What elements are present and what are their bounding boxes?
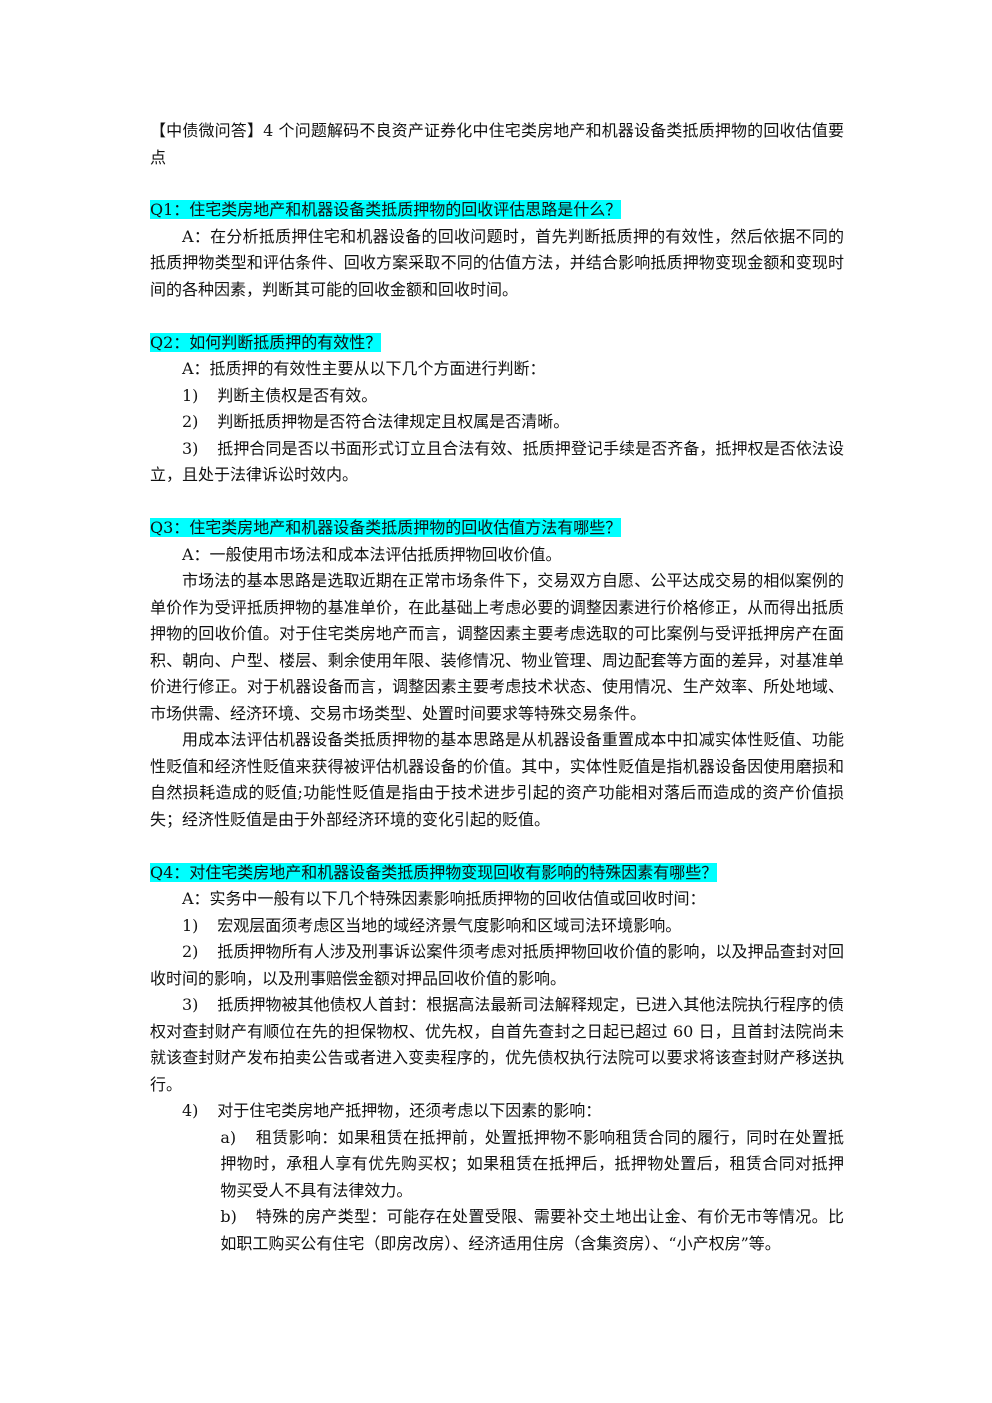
list-item-number: 1) [182,915,199,935]
question-4: Q4：对住宅类房地产和机器设备类抵质押物变现回收有影响的特殊因素有哪些？ [150,860,844,887]
question-1-highlight: Q1：住宅类房地产和机器设备类抵质押物的回收评估思路是什么？ [150,200,622,219]
list-item-number: 3) [182,995,199,1014]
list-item-text: 对于住宅类房地产抵押物，还须考虑以下因素的影响： [217,1101,602,1120]
sub-list-item-text: 特殊的房产类型：可能存在处置受限、需要补交土地出让金、有价无市等情况。比如职工购… [220,1207,844,1253]
list-item: 3)抵质押物被其他债权人首封：根据高法最新司法解释规定，已进入其他法院执行程序的… [150,992,844,1098]
document-body: 【中债微问答】4 个问题解码不良资产证券化中住宅类房地产和机器设备类抵质押物的回… [150,118,844,1257]
cost-method-paragraph: 用成本法评估机器设备类抵质押物的基本思路是从机器设备重置成本中扣减实体性贬值、功… [150,730,844,829]
document-title: 【中债微问答】4 个问题解码不良资产证券化中住宅类房地产和机器设备类抵质押物的回… [150,121,844,167]
sub-list-item-text: 租赁影响：如果租赁在抵押前，处置抵押物不影响租赁合同的履行，同时在处置抵押物时，… [220,1127,844,1200]
question-2: Q2：如何判断抵质押的有效性？ [150,330,844,357]
question-1: Q1：住宅类房地产和机器设备类抵质押物的回收评估思路是什么？ [150,197,844,224]
list-item-number: 2) [182,942,199,961]
question-3: Q3：住宅类房地产和机器设备类抵质押物的回收估值方法有哪些？ [150,515,844,542]
list-item: 2)抵质押物所有人涉及刑事诉讼案件须考虑对抵质押物回收价值的影响，以及押品查封对… [150,939,844,992]
list-item: 2) 判断抵质押物是否符合法律规定且权属是否清晰。 [150,409,844,436]
list-item-text: 判断主债权是否有效。 [217,385,378,405]
list-item: 1) 判断主债权是否有效。 [150,383,844,410]
list-item-text: 判断抵质押物是否符合法律规定且权属是否清晰。 [217,412,570,431]
list-item-text: 抵押合同是否以书面形式订立且合法有效、抵质押登记手续是否齐备，抵押权是否依法设立… [150,438,844,485]
section-gap [150,833,844,860]
list-item-number: 1) [182,385,199,405]
list-item: 1) 宏观层面须考虑区当地的域经济景气度影响和区域司法环境影响。 [150,913,844,940]
sub-list-item: b)特殊的房产类型：可能存在处置受限、需要补交土地出让金、有价无市等情况。比如职… [150,1204,844,1257]
answer-4: A：实务中一般有以下几个特殊因素影响抵质押物的回收估值或回收时间： [182,889,706,908]
answer-2: A：抵质押的有效性主要从以下几个方面进行判断： [182,359,546,378]
list-item-number: 2) [182,412,199,431]
sub-list-item-letter: b) [220,1207,237,1226]
question-3-highlight: Q3：住宅类房地产和机器设备类抵质押物的回收估值方法有哪些？ [150,518,622,537]
list-item-number: 4) [182,1101,199,1120]
answer-3: A：一般使用市场法和成本法评估抵质押物回收价值。 [182,544,562,564]
list-item-text: 宏观层面须考虑区当地的域经济景气度影响和区域司法环境影响。 [217,915,682,935]
market-method-paragraph: 市场法的基本思路是选取近期在正常市场条件下，交易双方自愿、公平达成交易的相似案例… [150,571,844,723]
question-2-highlight: Q2：如何判断抵质押的有效性？ [150,332,382,352]
answer-1: A：在分析抵质押住宅和机器设备的回收问题时，首先判断抵质押的有效性，然后依据不同… [150,226,844,299]
list-item-number: 3) [182,438,199,458]
list-item-text: 抵质押物所有人涉及刑事诉讼案件须考虑对抵质押物回收价值的影响，以及押品查封对回收… [150,942,844,988]
sub-list-item: a)租赁影响：如果租赁在抵押前，处置抵押物不影响租赁合同的履行，同时在处置抵押物… [150,1125,844,1205]
sub-list-item-letter: a) [220,1127,237,1147]
section-gap [150,303,844,330]
question-4-highlight: Q4：对住宅类房地产和机器设备类抵质押物变现回收有影响的特殊因素有哪些？ [150,862,718,882]
list-item: 4) 对于住宅类房地产抵押物，还须考虑以下因素的影响： [150,1098,844,1125]
list-item-text: 抵质押物被其他债权人首封：根据高法最新司法解释规定，已进入其他法院执行程序的债权… [150,995,844,1094]
list-item: 3)抵押合同是否以书面形式订立且合法有效、抵质押登记手续是否齐备，抵押权是否依法… [150,436,844,489]
section-gap [150,489,844,516]
